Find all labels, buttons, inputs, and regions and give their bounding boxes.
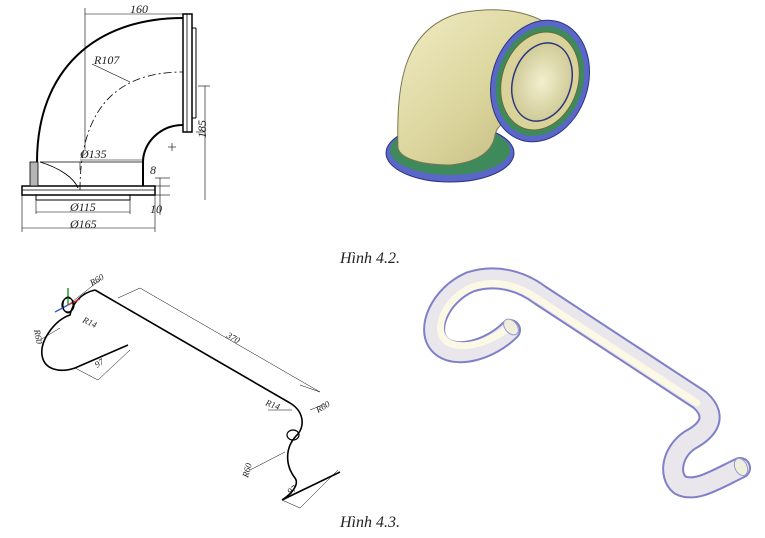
bent-rod-wireframe xyxy=(39,279,341,509)
tube-body xyxy=(425,269,749,497)
bottom-flange xyxy=(21,185,156,196)
elbow-centerline-arc xyxy=(79,71,184,191)
wire-right-hook xyxy=(281,402,341,501)
caption-figure-4-2: Hình 4.2. xyxy=(339,250,400,267)
wireframe-dimensions: R60 R14 R60 97 370 R14 R60 R60 97 xyxy=(32,272,332,497)
dim-radius-r107: R107 xyxy=(93,53,120,67)
elbow-inner-arc xyxy=(142,124,184,163)
dim-gap-10: 10 xyxy=(150,202,162,216)
dim-r14-left: R14 xyxy=(80,314,99,330)
dim-r60-left: R60 xyxy=(32,328,45,345)
top-flange xyxy=(182,13,193,133)
tube-end-right xyxy=(733,457,749,477)
bent-tube-3d-model xyxy=(423,267,751,499)
tube-end-left xyxy=(503,318,519,336)
dim-370: 370 xyxy=(224,330,242,346)
dim-dia-115: Ø115 xyxy=(69,200,96,214)
tube-shadow xyxy=(423,267,751,499)
dim-r60-top: R60 xyxy=(87,272,106,289)
dim-dia-135: Ø135 xyxy=(79,147,107,161)
dim-97-right: 97 xyxy=(285,483,299,497)
dim-height-185: 185 xyxy=(195,120,209,138)
dim-r60-right: R60 xyxy=(313,399,332,416)
elbow-2d-dimensions: 160 R107 185 Ø135 8 Ø115 10 Ø165 xyxy=(69,2,209,231)
elbow-opening xyxy=(511,42,573,122)
dim-r60-bottom: R60 xyxy=(240,461,254,479)
elbow-outer-arc xyxy=(36,17,184,163)
elbow-3d-model xyxy=(385,9,591,183)
dim-flange-8: 8 xyxy=(150,163,156,177)
hatched-section xyxy=(29,161,39,187)
axis-triad xyxy=(54,288,81,314)
dim-width-160: 160 xyxy=(130,2,148,16)
wire-main-run xyxy=(94,289,291,404)
dim-97-left: 97 xyxy=(93,356,106,370)
caption-figure-4-3: Hình 4.3. xyxy=(339,514,400,531)
dim-dia-165: Ø165 xyxy=(69,217,97,231)
elbow-2d-drawing xyxy=(21,8,210,232)
tube-highlight xyxy=(437,279,701,407)
